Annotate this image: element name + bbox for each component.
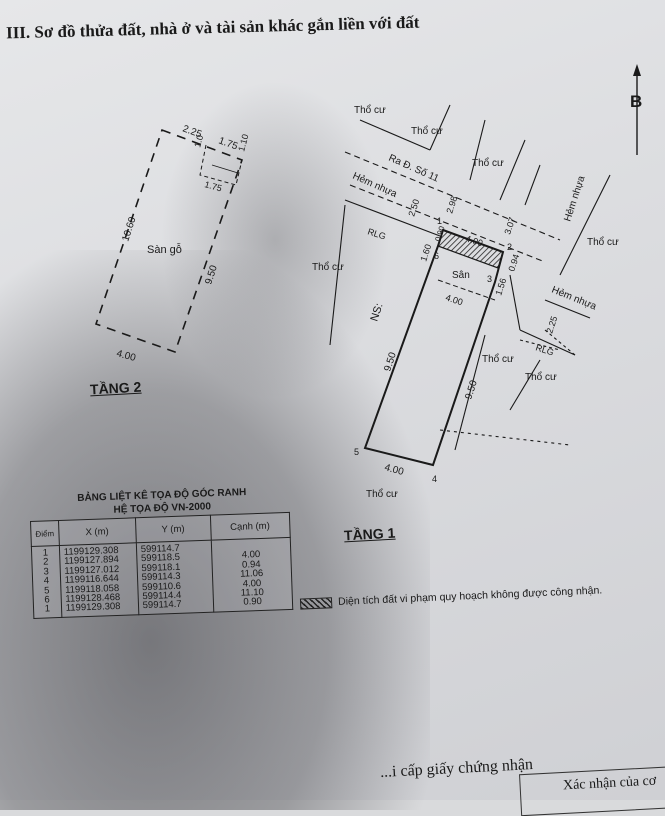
floor1-title: TẦNG 1 <box>343 524 396 544</box>
dimension-label: 0.94 <box>506 253 521 273</box>
floor2-dim-length-left: 10.60 <box>120 215 138 243</box>
neighbor-label: Thổ cư <box>525 371 557 383</box>
neighbor-label: Thổ cư <box>354 104 386 116</box>
point-label: 1 <box>437 216 442 226</box>
point-label: 2 <box>507 242 512 252</box>
rlg-label: RLG <box>366 226 387 241</box>
floor2-setback <box>199 144 243 186</box>
ns-label: NS: <box>368 302 385 323</box>
neighbor-label: Thổ cư <box>482 353 514 365</box>
north-label: B <box>630 92 642 111</box>
header-y: Y (m) <box>135 515 211 543</box>
north-arrow-head <box>633 64 641 76</box>
floor2-room-label: Sàn gỗ <box>147 243 182 256</box>
floor2-dim-small: 1.0 <box>192 134 205 149</box>
neighbor-label: Thổ cư <box>366 488 398 500</box>
header-edge: Cạnh (m) <box>210 512 290 541</box>
floor2-plan <box>94 128 244 354</box>
dimension-label: 4.00 <box>444 292 464 307</box>
point-label: 5 <box>354 447 359 457</box>
dimension-label: 9.50 <box>463 379 480 401</box>
floor1-parcel <box>363 228 505 467</box>
parcel-inner-line <box>437 279 496 301</box>
neighbor-label: Thổ cư <box>312 261 344 273</box>
floor2-dim-inner: 1.75 <box>203 179 223 193</box>
header-x: X (m) <box>58 517 136 546</box>
dimension-label: 1.60 <box>418 243 433 263</box>
dimension-label: 3.07 <box>502 216 517 236</box>
neighbor-label: Thổ cư <box>587 236 619 248</box>
table-cell: 599114.7 <box>142 599 182 612</box>
neighbor-label: Thổ cư <box>411 125 443 137</box>
dimension-label: 2.25 <box>544 315 559 335</box>
floor2-outline <box>94 128 244 354</box>
point-label: 4 <box>432 474 437 484</box>
neighbor-label: Thổ cư <box>472 157 504 169</box>
dimension-label: 2.50 <box>406 198 421 218</box>
road-label: Hẻm nhựa <box>351 171 399 200</box>
floor1-context-lines <box>329 68 638 451</box>
header-point: Điểm <box>30 520 60 547</box>
photo-shadow <box>0 250 430 810</box>
hatch-swatch <box>299 596 333 610</box>
floor2-dim-bottom: 4.00 <box>115 348 137 364</box>
table-cell: 1199129.308 <box>65 601 121 615</box>
table-cell: 0.90 <box>243 596 263 609</box>
floor2-title: TẦNG 2 <box>89 378 142 398</box>
road-label: Hẻm nhựa <box>550 285 598 313</box>
point-label: 6 <box>434 251 439 261</box>
road-label: Hẻm nhựa <box>562 174 587 223</box>
parcel-outline <box>363 228 505 467</box>
floor2-dim-side: 1.10 <box>236 133 250 153</box>
floor1-room-label: Sân <box>452 270 470 281</box>
dimension-label: 2.98 <box>444 195 459 215</box>
floor2-dim-length-right: 9.50 <box>203 264 220 286</box>
dimension-label: 4.00 <box>383 462 405 478</box>
table-cell: 1 <box>44 603 51 615</box>
point-label: 3 <box>487 274 492 284</box>
